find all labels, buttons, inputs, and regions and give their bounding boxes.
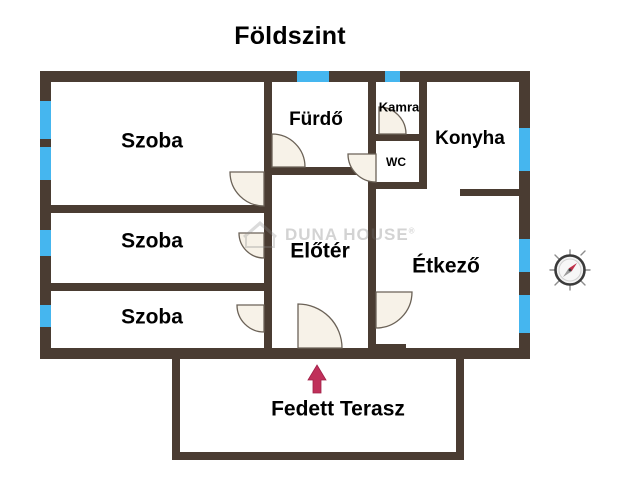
outer-walls: [40, 71, 530, 359]
wall-interior-hall-east: [368, 78, 376, 353]
window-left-1: [40, 101, 51, 139]
windows: [40, 71, 530, 333]
room-label-eloter: Előtér: [290, 240, 350, 263]
wall-terrace-bottom: [172, 452, 464, 460]
room-label-szoba-3: Szoba: [121, 306, 183, 329]
room-label-szoba-1: Szoba: [121, 130, 183, 153]
window-left-3: [40, 230, 51, 256]
room-label-terasz: Fedett Terasz: [271, 398, 405, 421]
window-right-3: [519, 295, 530, 333]
wall-interior-kamra-konyha: [419, 78, 427, 188]
doors: [229, 106, 413, 349]
wall-terrace-right: [456, 355, 464, 460]
wall-exterior-bottom: [40, 348, 530, 359]
room-label-konyha: Konyha: [435, 128, 505, 149]
door-wc: [347, 153, 377, 183]
wall-exterior-left: [40, 71, 51, 359]
window-top-1: [297, 71, 329, 82]
page-title: Földszint: [234, 22, 346, 50]
wall-exterior-right: [519, 71, 530, 359]
door-furdo: [271, 133, 306, 168]
door-szoba3-eloter: [236, 304, 265, 333]
wall-stub-konyha-etkezo: [460, 189, 520, 196]
room-label-etkezo: Étkező: [412, 255, 480, 278]
wall-interior-szoba2-szoba3: [48, 283, 266, 291]
window-left-2: [40, 147, 51, 180]
room-floors: [48, 78, 520, 455]
window-left-4: [40, 305, 51, 327]
room-label-furdo: Fürdő: [289, 109, 343, 130]
wall-stub-etkezo-bottom: [368, 344, 406, 350]
door-kamra: [378, 106, 407, 135]
wall-exterior-top: [40, 71, 530, 82]
window-top-2: [385, 71, 400, 82]
entry-direction-arrow: [307, 364, 327, 394]
wall-interior-furdo-bottom: [264, 167, 376, 175]
room-label-szoba-2: Szoba: [121, 230, 183, 253]
wall-interior-wc-bottom: [376, 182, 427, 189]
door-etkezo-eloter: [375, 291, 413, 329]
terrace-walls: [172, 355, 464, 460]
compass-icon: [549, 249, 591, 291]
door-entrance: [297, 303, 343, 349]
room-label-kamra: Kamra: [379, 99, 420, 114]
wall-interior-bedrooms-hall: [264, 78, 272, 353]
door-szoba1-eloter: [229, 171, 265, 207]
wall-interior-szoba1-szoba2: [48, 205, 266, 213]
window-right-2: [519, 239, 530, 272]
door-szoba2-eloter: [238, 232, 265, 259]
interior-walls: [48, 78, 520, 353]
room-labels: Szoba Szoba Szoba Fürdő Kamra WC Konyha …: [121, 99, 505, 420]
wall-interior-kamra-wc: [376, 134, 424, 141]
window-right-1: [519, 128, 530, 171]
wall-terrace-left: [172, 355, 180, 460]
room-label-wc: WC: [386, 155, 406, 169]
